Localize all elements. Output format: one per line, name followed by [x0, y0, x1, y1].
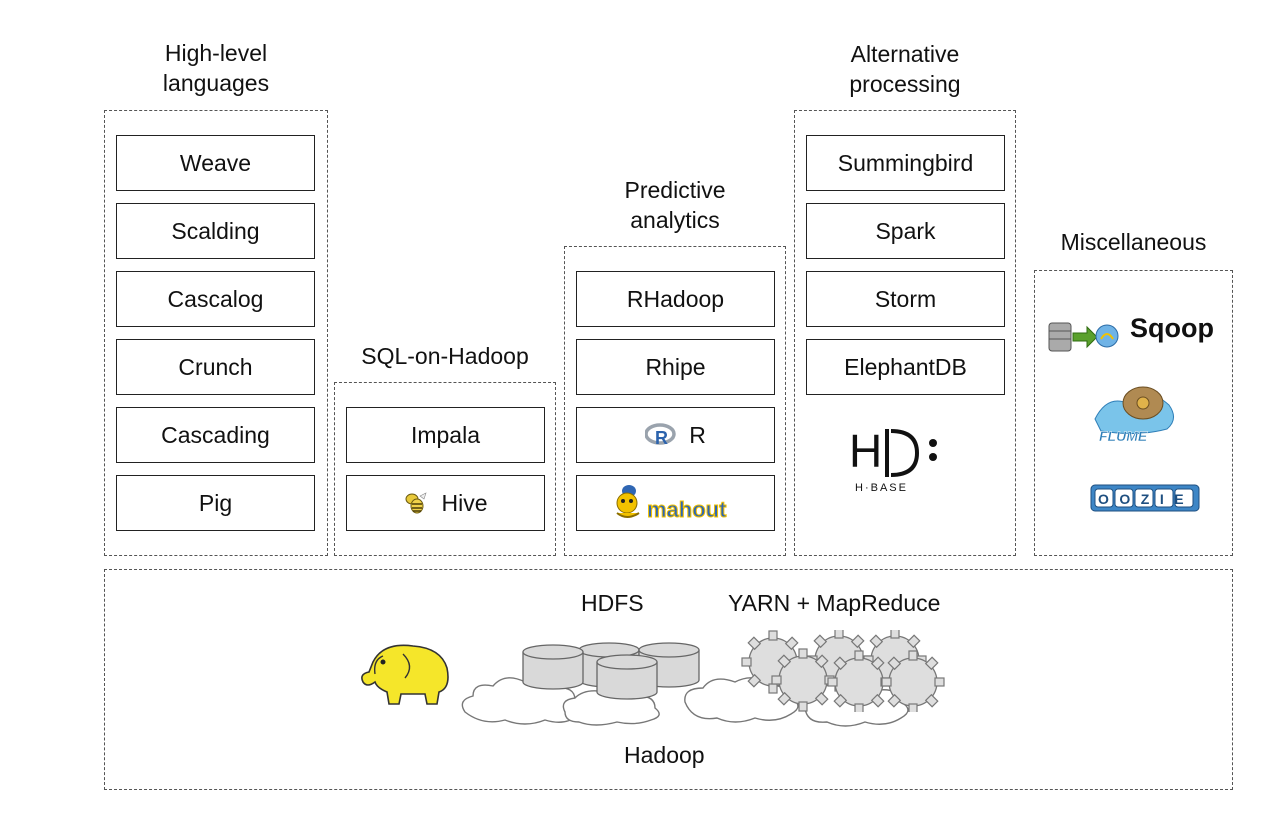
hbase-logo-text: H·BASE: [855, 482, 908, 494]
svg-text:H: H: [849, 425, 882, 477]
hive-box: Hive: [346, 475, 545, 531]
sql-on-hadoop-group: Impala Hive: [334, 382, 556, 556]
predictive-analytics-heading: Predictive analytics: [564, 175, 786, 235]
storm-label: Storm: [874, 285, 937, 312]
heading-line-1: Predictive: [624, 177, 726, 203]
heading-line-2: processing: [849, 71, 961, 97]
heading-line-1: Alternative: [850, 41, 960, 67]
mahout-logo-text: mahout: [647, 497, 727, 522]
alternative-processing-heading: Alternative processing: [794, 39, 1016, 99]
r-box: R R: [576, 407, 775, 463]
heading-line: Miscellaneous: [1060, 229, 1207, 255]
weave-label: Weave: [179, 149, 252, 176]
svg-text:R: R: [655, 428, 668, 448]
r-logo-icon: R: [645, 422, 677, 448]
weave-box: Weave: [116, 135, 315, 191]
scalding-box: Scalding: [116, 203, 315, 259]
elephantdb-label: ElephantDB: [844, 353, 967, 380]
high-level-languages-heading: High-level languages: [104, 38, 328, 98]
yarn-mapreduce-label: YARN + MapReduce: [728, 590, 941, 616]
heading-line-1: High-level: [164, 40, 268, 66]
cascalog-label: Cascalog: [167, 285, 264, 312]
pig-box: Pig: [116, 475, 315, 531]
hive-bee-icon: [403, 490, 429, 516]
hbase-logo-icon: H H·BASE: [849, 425, 937, 494]
crunch-box: Crunch: [116, 339, 315, 395]
sqoop-logo-icon: [1048, 322, 1119, 352]
hadoop-label: Hadoop: [624, 742, 705, 768]
elephantdb-box: ElephantDB: [806, 339, 1005, 395]
mahout-logo-icon: mahout: [615, 485, 727, 523]
oozie-logo-text: OOZIE: [1098, 491, 1194, 507]
hive-label: Hive: [441, 489, 488, 516]
hdfs-disks-icon: [522, 642, 700, 700]
miscellaneous-heading: Miscellaneous: [1034, 227, 1233, 257]
spark-label: Spark: [875, 217, 936, 244]
summingbird-box: Summingbird: [806, 135, 1005, 191]
mahout-box: mahout: [576, 475, 775, 531]
cascalog-box: Cascalog: [116, 271, 315, 327]
cascading-box: Cascading: [116, 407, 315, 463]
heading-line-2: languages: [162, 70, 270, 96]
storm-box: Storm: [806, 271, 1005, 327]
cascading-label: Cascading: [161, 421, 270, 448]
r-label: R: [689, 421, 706, 448]
sqoop-label: Sqoop: [1130, 313, 1214, 343]
alternative-processing-group: Summingbird Spark Storm ElephantDB H H·B…: [794, 110, 1016, 556]
mapreduce-gears-icon: [741, 630, 945, 712]
hadoop-group: HDFS YARN + MapReduce Hadoop: [104, 569, 1233, 790]
high-level-languages-group: Weave Scalding Cascalog Crunch Cascading…: [104, 110, 328, 556]
impala-label: Impala: [410, 421, 481, 448]
predictive-analytics-group: RHadoop Rhipe R R mahout: [564, 246, 786, 556]
miscellaneous-group: Sqoop FLUME OOZIE: [1034, 270, 1233, 556]
hadoop-elephant-icon: [361, 644, 449, 705]
impala-box: Impala: [346, 407, 545, 463]
heading-line-2: analytics: [630, 207, 720, 233]
scalding-label: Scalding: [171, 217, 260, 244]
crunch-label: Crunch: [178, 353, 253, 380]
summingbird-label: Summingbird: [837, 149, 974, 176]
sql-on-hadoop-heading: SQL-on-Hadoop: [334, 341, 556, 371]
flume-logo-icon: FLUME: [1094, 386, 1174, 444]
pig-label: Pig: [198, 489, 233, 516]
flume-logo-text: FLUME: [1099, 428, 1148, 444]
hdfs-label: HDFS: [581, 590, 644, 616]
heading-line: SQL-on-Hadoop: [361, 343, 529, 369]
rhipe-box: Rhipe: [576, 339, 775, 395]
oozie-logo-icon: OOZIE: [1090, 484, 1200, 512]
rhadoop-box: RHadoop: [576, 271, 775, 327]
rhadoop-label: RHadoop: [626, 285, 725, 312]
rhipe-label: Rhipe: [645, 353, 706, 380]
spark-box: Spark: [806, 203, 1005, 259]
